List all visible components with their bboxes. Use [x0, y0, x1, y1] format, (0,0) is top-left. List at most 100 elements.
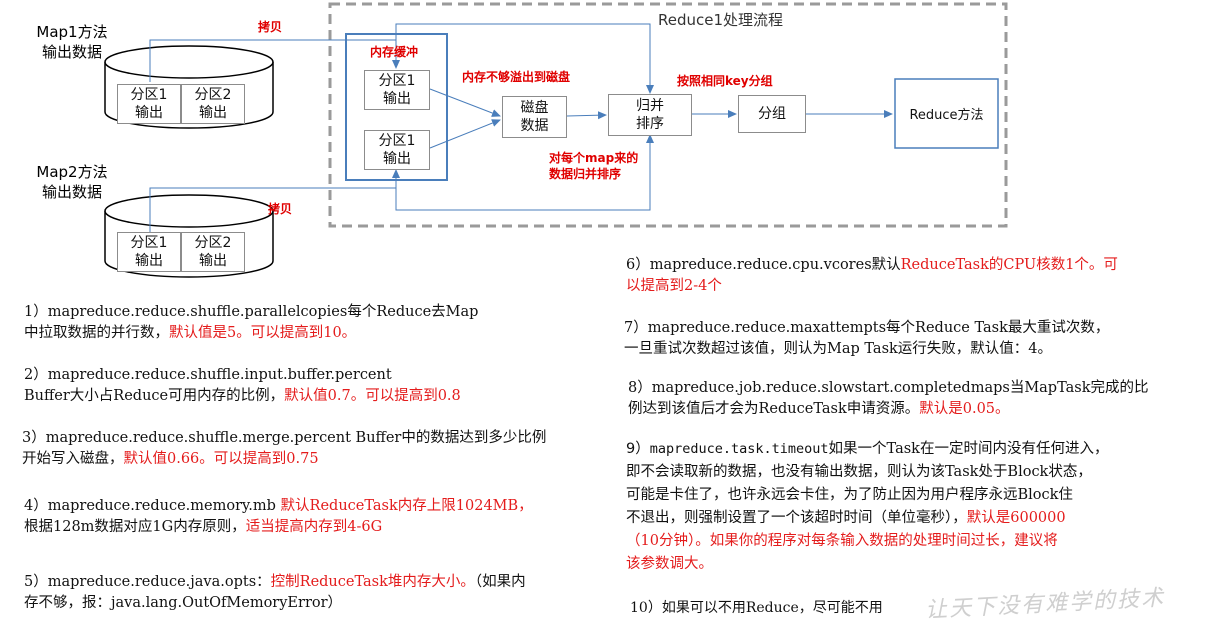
note-9-highlight4: 默认是600000: [966, 510, 1066, 526]
note-4: 4）mapreduce.reduce.memory.mb 默认ReduceTas…: [24, 496, 533, 538]
note-2-line1: 2）mapreduce.reduce.shuffle.input.buffer.…: [24, 367, 392, 383]
note-3-text: 开始写入磁盘，: [22, 451, 124, 467]
note-5: 5）mapreduce.reduce.java.opts：控制ReduceTas…: [24, 572, 526, 614]
reduce-method-label: Reduce方法: [909, 108, 984, 123]
spill-arrow-1: [429, 88, 501, 117]
note-1-line2: 中拉取数据的并行数，默认值是5。可以提高到10。: [24, 323, 478, 344]
partition-label: 分区2: [194, 87, 232, 103]
note-9-line1: 9）mapreduce.task.timeout如果一个Task在一定时间内没有…: [626, 438, 1108, 461]
reduce1-title: Reduce1处理流程: [658, 11, 784, 29]
merge-note-line2: 数据归并排序: [549, 167, 622, 181]
note-8-text: 例达到该值后才会为ReduceTask申请资源。: [628, 401, 920, 417]
note-2-highlight: 默认值0.7。可以提高到0.8: [284, 388, 461, 404]
note-9-text4: 不退出，则强制设置了一个该超时时间（单位毫秒），: [626, 510, 967, 526]
partition-sub: 输出: [198, 105, 227, 121]
note-3-line1: 3）mapreduce.reduce.shuffle.merge.percent…: [22, 430, 547, 446]
spill-label: 内存不够溢出到磁盘: [462, 70, 571, 84]
map2-label-line1: Map2方法: [36, 163, 108, 181]
note-3-line2: 开始写入磁盘，默认值0.66。可以提高到0.75: [22, 449, 546, 470]
note-2-line2: Buffer大小占Reduce可用内存的比例，默认值0.7。可以提高到0.8: [24, 386, 461, 407]
disk-label-line2: 数据: [520, 118, 549, 134]
note-10: 10）如果可以不用Reduce，尽可能不用: [630, 598, 883, 619]
note-6-highlight: ReduceTask的CPU核数1个。可: [900, 257, 1118, 273]
note-6-text: 6）mapreduce.reduce.cpu.vcores默认: [626, 257, 901, 273]
disk-to-merge-arrow: [566, 111, 607, 120]
partition-sub: 输出: [198, 253, 227, 269]
note-2: 2）mapreduce.reduce.shuffle.input.buffer.…: [24, 365, 461, 407]
partition-sub: 输出: [382, 151, 411, 167]
note-7-line2: 一旦重试次数超过该值，则认为Map Task运行失败，默认值：4。: [624, 341, 1053, 357]
map1-label-line1: Map1方法: [36, 23, 108, 41]
map1-label: Map1方法 输出数据: [22, 22, 122, 62]
map1-partition-2: 分区2 输出: [181, 84, 245, 124]
merge-label-line2: 排序: [636, 116, 664, 132]
note-9-text: 如果一个Task在一定时间内没有任何进入，: [828, 441, 1109, 457]
note-6-line1: 6）mapreduce.reduce.cpu.vcores默认ReduceTas…: [626, 255, 1118, 276]
copy-arrow-map2: [149, 169, 400, 232]
merge-label-line1: 归并: [636, 98, 664, 114]
note-8-highlight: 默认是0.05。: [919, 401, 1010, 417]
partition-label: 分区1: [130, 235, 168, 251]
note-1: 1）mapreduce.reduce.shuffle.parallelcopie…: [24, 302, 478, 344]
note-2-text: Buffer大小占Reduce可用内存的比例，: [24, 388, 285, 404]
note-1-line1: 1）mapreduce.reduce.shuffle.parallelcopie…: [24, 304, 479, 320]
group-by-key-label: 按照相同key分组: [677, 74, 773, 88]
map1-partition-1: 分区1 输出: [117, 84, 181, 124]
note-9-line6: 该参数调大。: [626, 556, 713, 572]
partition-sub: 输出: [134, 105, 163, 121]
spill-arrow-2: [429, 119, 501, 149]
partition-sub: 输出: [134, 253, 163, 269]
group-box: 分组: [738, 95, 806, 133]
note-9-param: mapreduce.task.timeout: [649, 441, 829, 457]
disk-label-line1: 磁盘: [520, 100, 549, 116]
note-1-highlight: 默认值是5。可以提高到10。: [169, 325, 357, 341]
reduce1-frame: [328, 2, 1008, 228]
note-1-text: 中拉取数据的并行数，: [24, 325, 169, 341]
note-9-line4: 不退出，则强制设置了一个该超时时间（单位毫秒），默认是600000: [626, 507, 1108, 530]
note-3: 3）mapreduce.reduce.shuffle.merge.percent…: [22, 428, 546, 470]
bypass-arrow-top: [395, 23, 654, 94]
partition-label: 分区1: [378, 73, 416, 89]
note-8-line1: 8）mapreduce.job.reduce.slowstart.complet…: [628, 380, 1149, 396]
note-5-line2: 存不够，报：java.lang.OutOfMemoryError）: [24, 595, 343, 611]
note-6: 6）mapreduce.reduce.cpu.vcores默认ReduceTas…: [626, 255, 1118, 297]
note-6-line2: 以提高到2-4个: [626, 278, 722, 294]
partition-label: 分区1: [378, 133, 416, 149]
note-3-highlight: 默认值0.66。可以提高到0.75: [123, 451, 319, 467]
group-label: 分组: [758, 106, 786, 122]
copy-arrow-map1: [149, 39, 400, 82]
copy-label-bottom: 拷贝: [268, 202, 293, 216]
note-4-line2: 根据128m数据对应1G内存原则，适当提高内存到4-6G: [24, 517, 533, 538]
buffer-partition-2: 分区1 输出: [364, 130, 430, 170]
note-5-text2: （如果内: [474, 574, 526, 590]
note-4-text: 4）mapreduce.reduce.memory.mb: [24, 498, 281, 514]
buffer-partition-1: 分区1 输出: [364, 70, 430, 110]
note-8-line2: 例达到该值后才会为ReduceTask申请资源。默认是0.05。: [628, 399, 1149, 420]
merge-note: 对每个map来的 数据归并排序: [549, 150, 638, 182]
note-4-highlight2: 适当提高内存到4-6G: [245, 519, 383, 535]
note-4-highlight: 默认ReduceTask内存上限1024MB，: [280, 498, 533, 514]
partition-label: 分区2: [194, 235, 232, 251]
partition-label: 分区1: [130, 87, 168, 103]
note-9-line3: 可能是卡住了，也许永远会卡住，为了防止因为用户程序永远Block住: [626, 487, 1073, 503]
bypass-arrow-bottom: [395, 134, 654, 211]
map2-label: Map2方法 输出数据: [22, 162, 122, 202]
note-9-line2: 即不会读取新的数据，也没有输出数据，则认为该Task处于Block状态，: [626, 464, 1092, 480]
map1-label-line2: 输出数据: [41, 43, 102, 61]
disk-data-box: 磁盘数据: [502, 96, 567, 138]
merge-sort-box: 归并排序: [608, 94, 692, 136]
note-5-text: 5）mapreduce.reduce.java.opts：: [24, 574, 271, 590]
note-5-highlight: 控制ReduceTask堆内存大小。: [270, 574, 475, 590]
map2-partition-2: 分区2 输出: [181, 232, 245, 272]
note-10-line1: 10）如果可以不用Reduce，尽可能不用: [630, 600, 883, 616]
note-7-line1: 7）mapreduce.reduce.maxattempts每个Reduce T…: [624, 320, 1110, 336]
map2-label-line2: 输出数据: [41, 183, 102, 201]
note-5-line1: 5）mapreduce.reduce.java.opts：控制ReduceTas…: [24, 572, 526, 593]
merge-note-line1: 对每个map来的: [549, 151, 639, 165]
partition-sub: 输出: [382, 91, 411, 107]
note-9: 9）mapreduce.task.timeout如果一个Task在一定时间内没有…: [626, 438, 1108, 576]
note-4-text2: 根据128m数据对应1G内存原则，: [24, 519, 246, 535]
memory-buffer-label: 内存缓冲: [370, 45, 419, 59]
note-9-prefix: 9）: [626, 441, 650, 457]
note-9-line5: （10分钟）。如果你的程序对每条输入数据的处理时间过长，建议将: [626, 533, 1058, 549]
